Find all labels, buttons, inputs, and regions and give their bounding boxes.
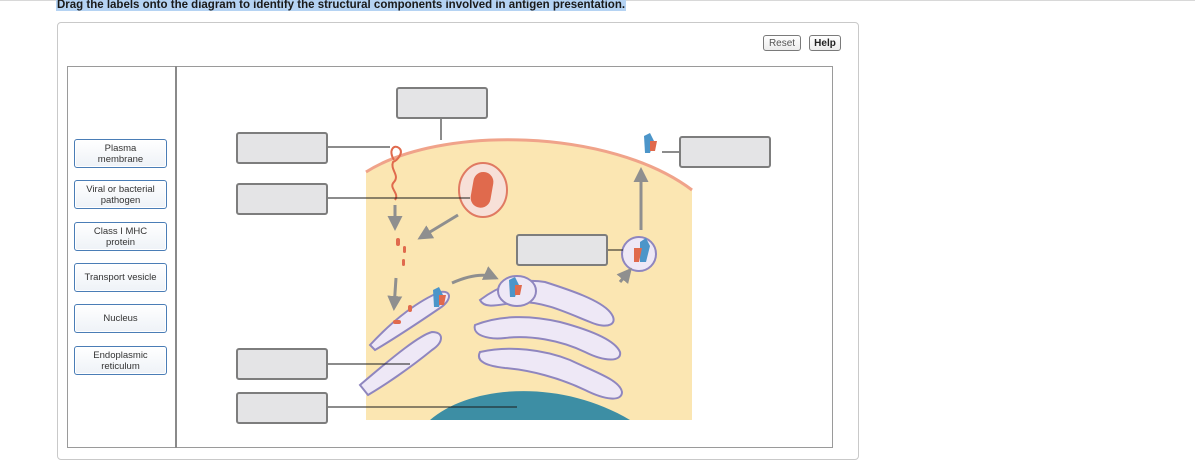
drop-target-top[interactable] [396, 87, 488, 119]
drop-target-left-3[interactable] [236, 348, 328, 380]
drop-target-right[interactable] [679, 136, 771, 168]
label-nucleus[interactable]: Nucleus [74, 304, 167, 333]
drop-target-middle[interactable] [516, 234, 608, 266]
nucleus-shape [430, 391, 630, 420]
instruction-text: Drag the labels onto the diagram to iden… [56, 0, 627, 11]
leader-lines [328, 118, 680, 408]
label-class-i-mhc-protein[interactable]: Class I MHC protein [74, 222, 167, 251]
drop-target-left-2[interactable] [236, 183, 328, 215]
label-transport-vesicle[interactable]: Transport vesicle [74, 263, 167, 292]
antigen-fragments [393, 238, 412, 324]
pathogen-shape [470, 171, 494, 208]
drop-target-left-1[interactable] [236, 132, 328, 164]
label-endoplasmic-reticulum[interactable]: Endoplasmic reticulum [74, 346, 167, 375]
label-plasma-membrane[interactable]: Plasma membrane [74, 139, 167, 168]
label-viral-or-bacterial-pathogen[interactable]: Viral or bacterial pathogen [74, 180, 167, 209]
label-bank-divider [175, 66, 177, 448]
drop-target-left-4[interactable] [236, 392, 328, 424]
mhc-protein-shape [433, 133, 657, 307]
help-button[interactable]: Help [809, 35, 841, 51]
reset-button[interactable]: Reset [763, 35, 801, 51]
surface-antigen-squiggle [390, 145, 402, 201]
process-arrows [387, 167, 649, 311]
